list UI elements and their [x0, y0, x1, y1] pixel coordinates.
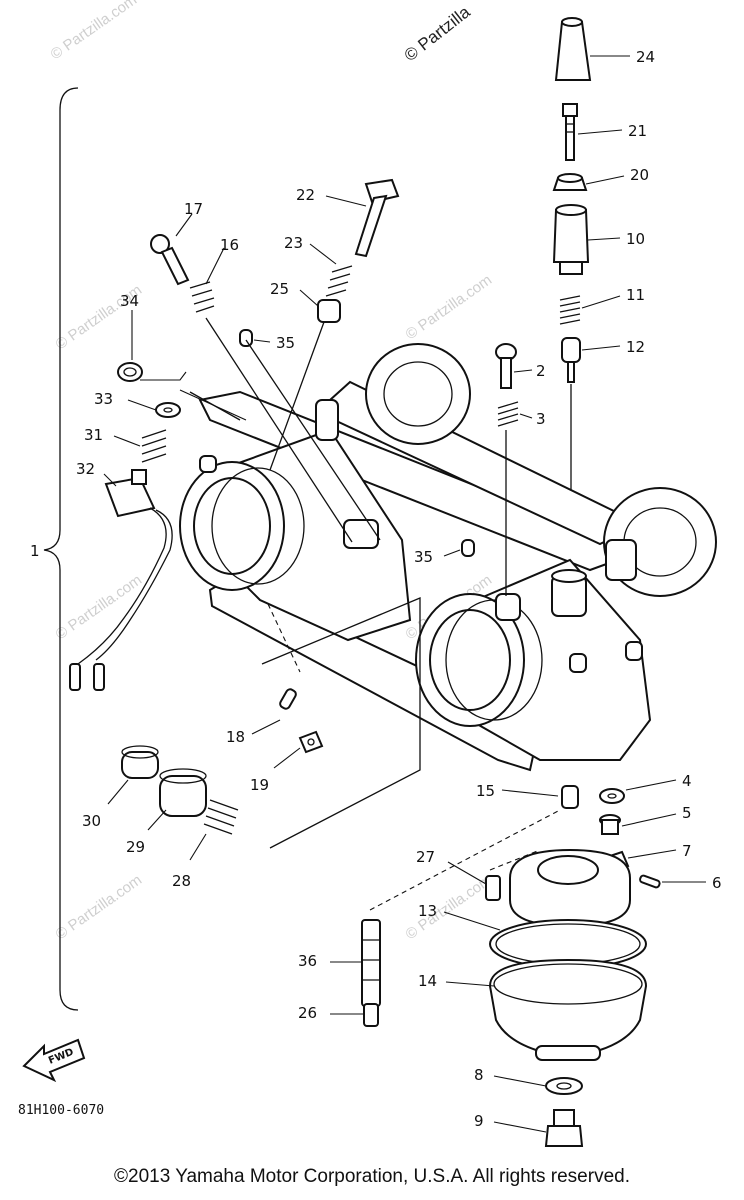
- callout-23: 23: [284, 234, 303, 252]
- callout-33: 33: [94, 390, 113, 408]
- part-31-spring: [141, 429, 167, 463]
- part-32-sensor: [69, 469, 173, 691]
- part-20-nut: [552, 173, 588, 191]
- callout-30: 30: [82, 812, 101, 830]
- part-3-spring: [497, 401, 519, 427]
- part-19-nut: [298, 730, 324, 754]
- part-30-piston: [121, 745, 159, 779]
- watermark: © Partzilla.com: [403, 871, 496, 943]
- part-10-holder: [552, 204, 590, 275]
- callout-14: 14: [418, 972, 437, 990]
- watermark-main: © Partzilla: [401, 2, 474, 65]
- part-35-plug-upper: [239, 329, 253, 347]
- part-16-spring: [189, 281, 215, 313]
- guide-lines: [140, 317, 561, 911]
- callout-5: 5: [682, 804, 692, 822]
- part-5-screw: [599, 814, 621, 835]
- assembly-bracket: [43, 87, 79, 1011]
- carburetor-body: [179, 343, 717, 772]
- part-27-jet: [485, 875, 501, 901]
- callout-2: 2: [536, 362, 546, 380]
- callout-32: 32: [76, 460, 95, 478]
- part-4-washer: [599, 788, 625, 804]
- part-12-float-needle: [561, 337, 581, 383]
- part-17-pilot-screw: [150, 234, 190, 286]
- part-9-drain-bolt: [544, 1109, 584, 1147]
- callout-35-lower: 35: [414, 548, 433, 566]
- part-2-pilot-screw: [495, 343, 517, 389]
- part-35-plug-lower: [461, 539, 475, 557]
- part-11-spring: [559, 295, 581, 325]
- callout-25: 25: [270, 280, 289, 298]
- part-22-adjust-screw: [354, 178, 400, 258]
- part-26-jet: [363, 1003, 379, 1027]
- callout-8: 8: [474, 1066, 484, 1084]
- watermark: © Partzilla.com: [53, 871, 146, 943]
- callout-34: 34: [120, 292, 139, 310]
- callout-3: 3: [536, 410, 546, 428]
- callout-31: 31: [84, 426, 103, 444]
- copyright-notice: ©2013 Yamaha Motor Corporation, U.S.A. A…: [114, 1166, 630, 1187]
- callout-1: 1: [30, 542, 40, 560]
- part-14-float-bowl: [488, 958, 648, 1061]
- part-25-collar: [317, 299, 341, 323]
- callout-21: 21: [628, 122, 647, 140]
- part-6-pin: [639, 874, 661, 889]
- part-28-spring: [203, 799, 239, 835]
- part-18-pin: [279, 688, 297, 710]
- callouts: 24 21 20 10 11 12 2 3 22 23 25 17 16 34 …: [76, 48, 722, 1130]
- callout-18: 18: [226, 728, 245, 746]
- callout-22: 22: [296, 186, 315, 204]
- watermark: © Partzilla.com: [403, 271, 496, 343]
- diagram-code: 81H100-6070: [18, 1103, 104, 1118]
- part-23-spring: [325, 265, 353, 297]
- callout-36: 36: [298, 952, 317, 970]
- part-34-cap: [117, 362, 143, 382]
- part-15-main-jet: [561, 785, 579, 809]
- callout-10: 10: [626, 230, 645, 248]
- callout-19: 19: [250, 776, 269, 794]
- part-float: [509, 848, 631, 928]
- callout-29: 29: [126, 838, 145, 856]
- callout-28: 28: [172, 872, 191, 890]
- part-21-needle-jet: [562, 103, 578, 161]
- fwd-arrow-icon: FWD: [22, 1038, 86, 1083]
- callout-26: 26: [298, 1004, 317, 1022]
- callout-35-upper: 35: [276, 334, 295, 352]
- callout-20: 20: [630, 166, 649, 184]
- callout-11: 11: [626, 286, 645, 304]
- callout-16: 16: [220, 236, 239, 254]
- part-24-cap: [554, 17, 592, 81]
- watermark: © Partzilla.com: [48, 0, 141, 63]
- part-33-washer: [155, 402, 181, 418]
- callout-15: 15: [476, 782, 495, 800]
- callout-24: 24: [636, 48, 655, 66]
- callout-9: 9: [474, 1112, 484, 1130]
- part-36-main-nozzle: [361, 919, 381, 1007]
- part-29-piston: [159, 768, 207, 817]
- callout-13: 13: [418, 902, 437, 920]
- callout-12: 12: [626, 338, 645, 356]
- callout-27: 27: [416, 848, 435, 866]
- part-8-washer: [545, 1077, 583, 1095]
- callout-6: 6: [712, 874, 722, 892]
- callout-17: 17: [184, 200, 203, 218]
- carburetor-exploded-diagram: © Partzilla.com © Partzilla © Partzilla.…: [18, 0, 722, 1147]
- callout-7: 7: [682, 842, 692, 860]
- leader-lines: [103, 55, 706, 1133]
- callout-4: 4: [682, 772, 692, 790]
